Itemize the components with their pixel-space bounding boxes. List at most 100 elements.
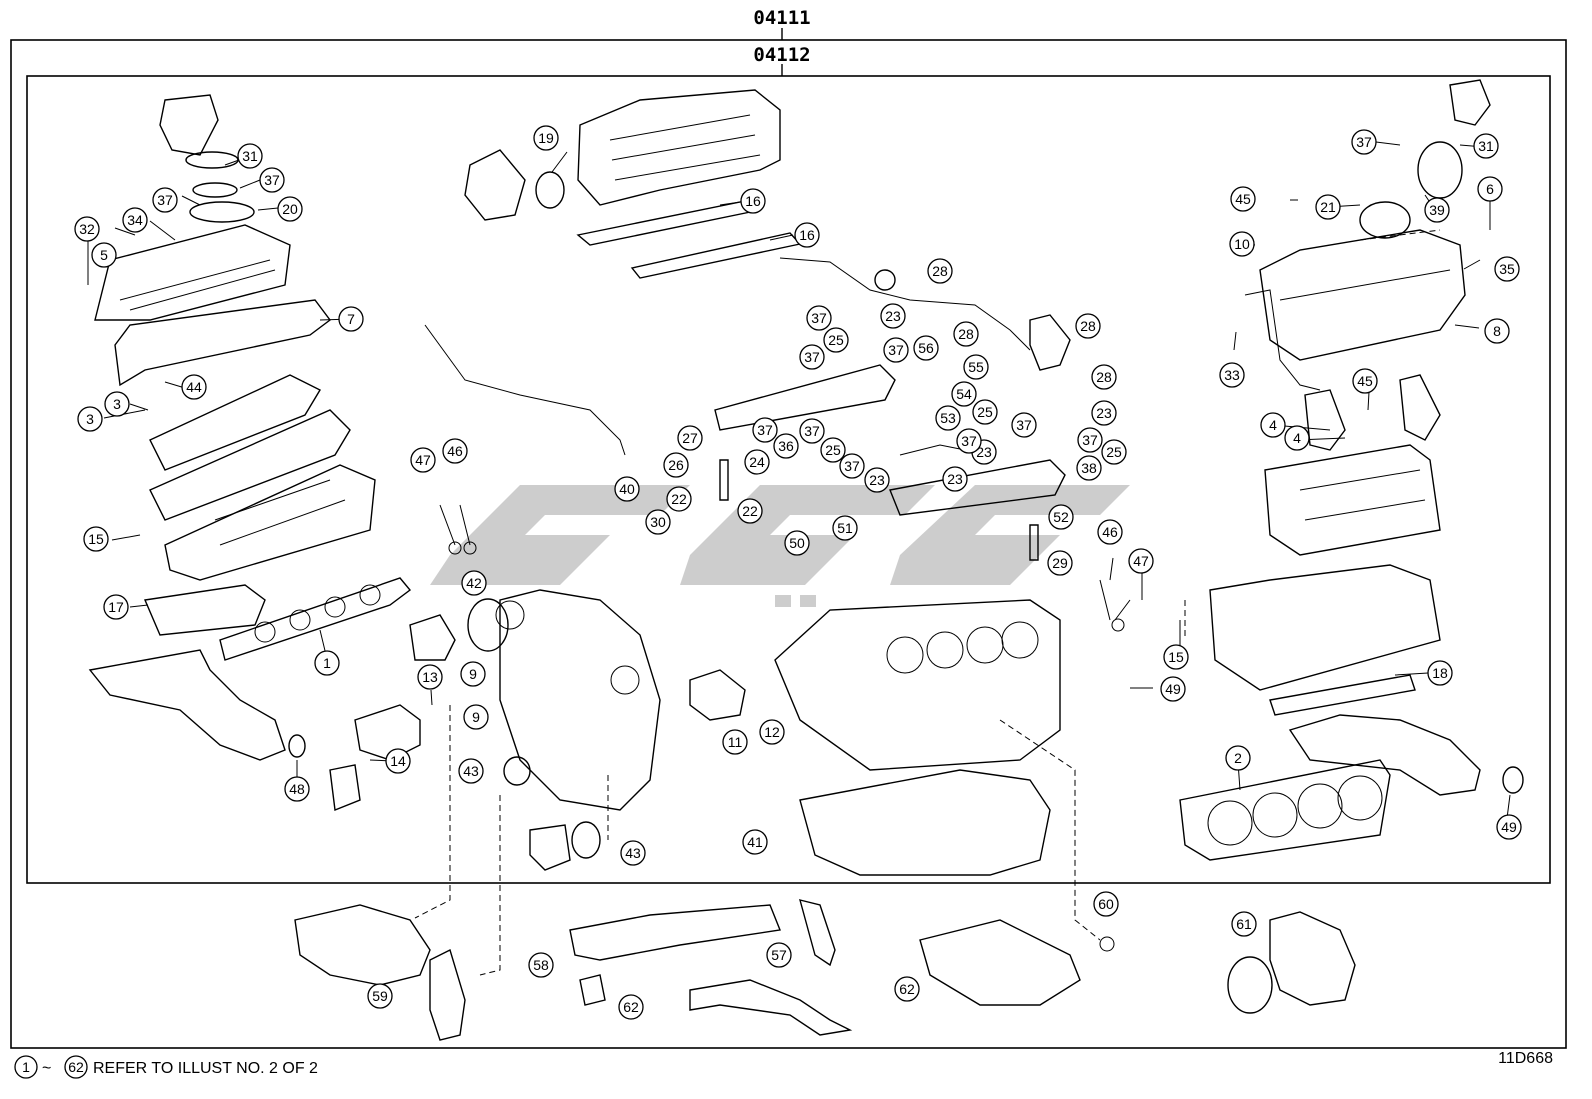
callout-38: 38 xyxy=(1076,455,1102,481)
callout-circle xyxy=(1219,362,1245,388)
callout-circle xyxy=(1230,186,1256,212)
callout-21: 21 xyxy=(1315,194,1341,220)
callout-17: 17 xyxy=(103,594,129,620)
callout-circle xyxy=(663,452,689,478)
callout-number: 22 xyxy=(742,503,758,519)
callout-16: 16 xyxy=(794,222,820,248)
callout-55: 55 xyxy=(963,354,989,380)
callout-number: 4 xyxy=(1269,417,1277,433)
callout-circle xyxy=(766,942,792,968)
callout-number: 41 xyxy=(747,834,763,850)
callout-46: 46 xyxy=(442,438,468,464)
note-text: REFER TO ILLUST NO. 2 OF 2 xyxy=(93,1060,318,1077)
callout-number: 61 xyxy=(1236,916,1252,932)
callout-57: 57 xyxy=(766,942,792,968)
callout-49: 49 xyxy=(1160,676,1186,702)
callout-number: 23 xyxy=(1096,405,1112,421)
callout-number: 43 xyxy=(625,845,641,861)
callout-48: 48 xyxy=(284,776,310,802)
callout-7: 7 xyxy=(338,306,364,332)
callout-44: 44 xyxy=(181,374,207,400)
callout-52: 52 xyxy=(1048,504,1074,530)
callout-number: 38 xyxy=(1081,460,1097,476)
callout-number: 27 xyxy=(682,430,698,446)
callout-37: 37 xyxy=(1077,427,1103,453)
callout-37: 37 xyxy=(799,418,825,444)
callout-circle xyxy=(773,433,799,459)
callout-58: 58 xyxy=(528,952,554,978)
callout-number: 16 xyxy=(745,193,761,209)
callout-circle xyxy=(152,187,178,213)
callout-circle xyxy=(458,758,484,784)
callout-circle xyxy=(784,530,810,556)
callout-circle xyxy=(832,515,858,541)
callout-circle xyxy=(799,344,825,370)
callout-number: 29 xyxy=(1052,555,1068,571)
callout-number: 37 xyxy=(811,310,827,326)
callout-23: 23 xyxy=(864,467,890,493)
callout-number: 16 xyxy=(799,227,815,243)
callout-28: 28 xyxy=(927,258,953,284)
callout-51: 51 xyxy=(832,515,858,541)
callout-23: 23 xyxy=(880,303,906,329)
callout-circle xyxy=(1047,550,1073,576)
callout-number: 45 xyxy=(1357,373,1373,389)
callout-number: 58 xyxy=(533,957,549,973)
callout-29: 29 xyxy=(1047,550,1073,576)
callout-12: 12 xyxy=(759,719,785,745)
callout-circle xyxy=(666,486,692,512)
callout-circle xyxy=(953,321,979,347)
callout-circle xyxy=(1091,400,1117,426)
callout-circle xyxy=(77,406,103,432)
callout-3: 3 xyxy=(77,406,103,432)
callout-circle xyxy=(1229,231,1255,257)
watermark-logo xyxy=(430,485,1130,607)
callout-number: 37 xyxy=(888,342,904,358)
callout-24: 24 xyxy=(744,449,770,475)
footer-note: 1 ~ 62 REFER TO ILLUST NO. 2 OF 2 xyxy=(14,1055,318,1079)
callout-46: 46 xyxy=(1097,519,1123,545)
callout-15: 15 xyxy=(1163,644,1189,670)
callout-22: 22 xyxy=(666,486,692,512)
callout-number: 54 xyxy=(956,386,972,402)
callout-circle xyxy=(752,417,778,443)
callout-circle xyxy=(894,976,920,1002)
callout-number: 1 xyxy=(323,655,331,671)
callout-number: 37 xyxy=(804,349,820,365)
callout-number: 37 xyxy=(1082,432,1098,448)
callout-14: 14 xyxy=(385,748,411,774)
callout-circle xyxy=(839,453,865,479)
callout-circle xyxy=(880,303,906,329)
callout-50: 50 xyxy=(784,530,810,556)
callout-circle xyxy=(1091,364,1117,390)
callout-28: 28 xyxy=(1091,364,1117,390)
callout-number: 15 xyxy=(1168,649,1184,665)
callout-circle xyxy=(963,354,989,380)
callout-circle xyxy=(122,207,148,233)
callout-number: 30 xyxy=(650,514,666,530)
callout-number: 26 xyxy=(668,457,684,473)
callout-37: 37 xyxy=(1011,412,1037,438)
callout-number: 25 xyxy=(825,442,841,458)
callout-56: 56 xyxy=(913,335,939,361)
callout-circle xyxy=(417,664,443,690)
callout-number: 39 xyxy=(1429,202,1445,218)
callout-circle xyxy=(463,704,489,730)
callout-circle xyxy=(103,594,129,620)
callout-25: 25 xyxy=(823,327,849,353)
callout-circle xyxy=(677,425,703,451)
callout-27: 27 xyxy=(677,425,703,451)
callout-23: 23 xyxy=(971,439,997,465)
callout-number: 23 xyxy=(885,308,901,324)
callout-number: 56 xyxy=(918,340,934,356)
callout-39: 39 xyxy=(1424,197,1450,223)
callout-circle xyxy=(1484,318,1510,344)
callout-circle xyxy=(1011,412,1037,438)
callout-number: 46 xyxy=(1102,524,1118,540)
callout-number: 37 xyxy=(264,172,280,188)
callout-8: 8 xyxy=(1484,318,1510,344)
callout-31: 31 xyxy=(237,143,263,169)
callout-37: 37 xyxy=(956,428,982,454)
callout-37: 37 xyxy=(259,167,285,193)
callout-circle xyxy=(277,196,303,222)
